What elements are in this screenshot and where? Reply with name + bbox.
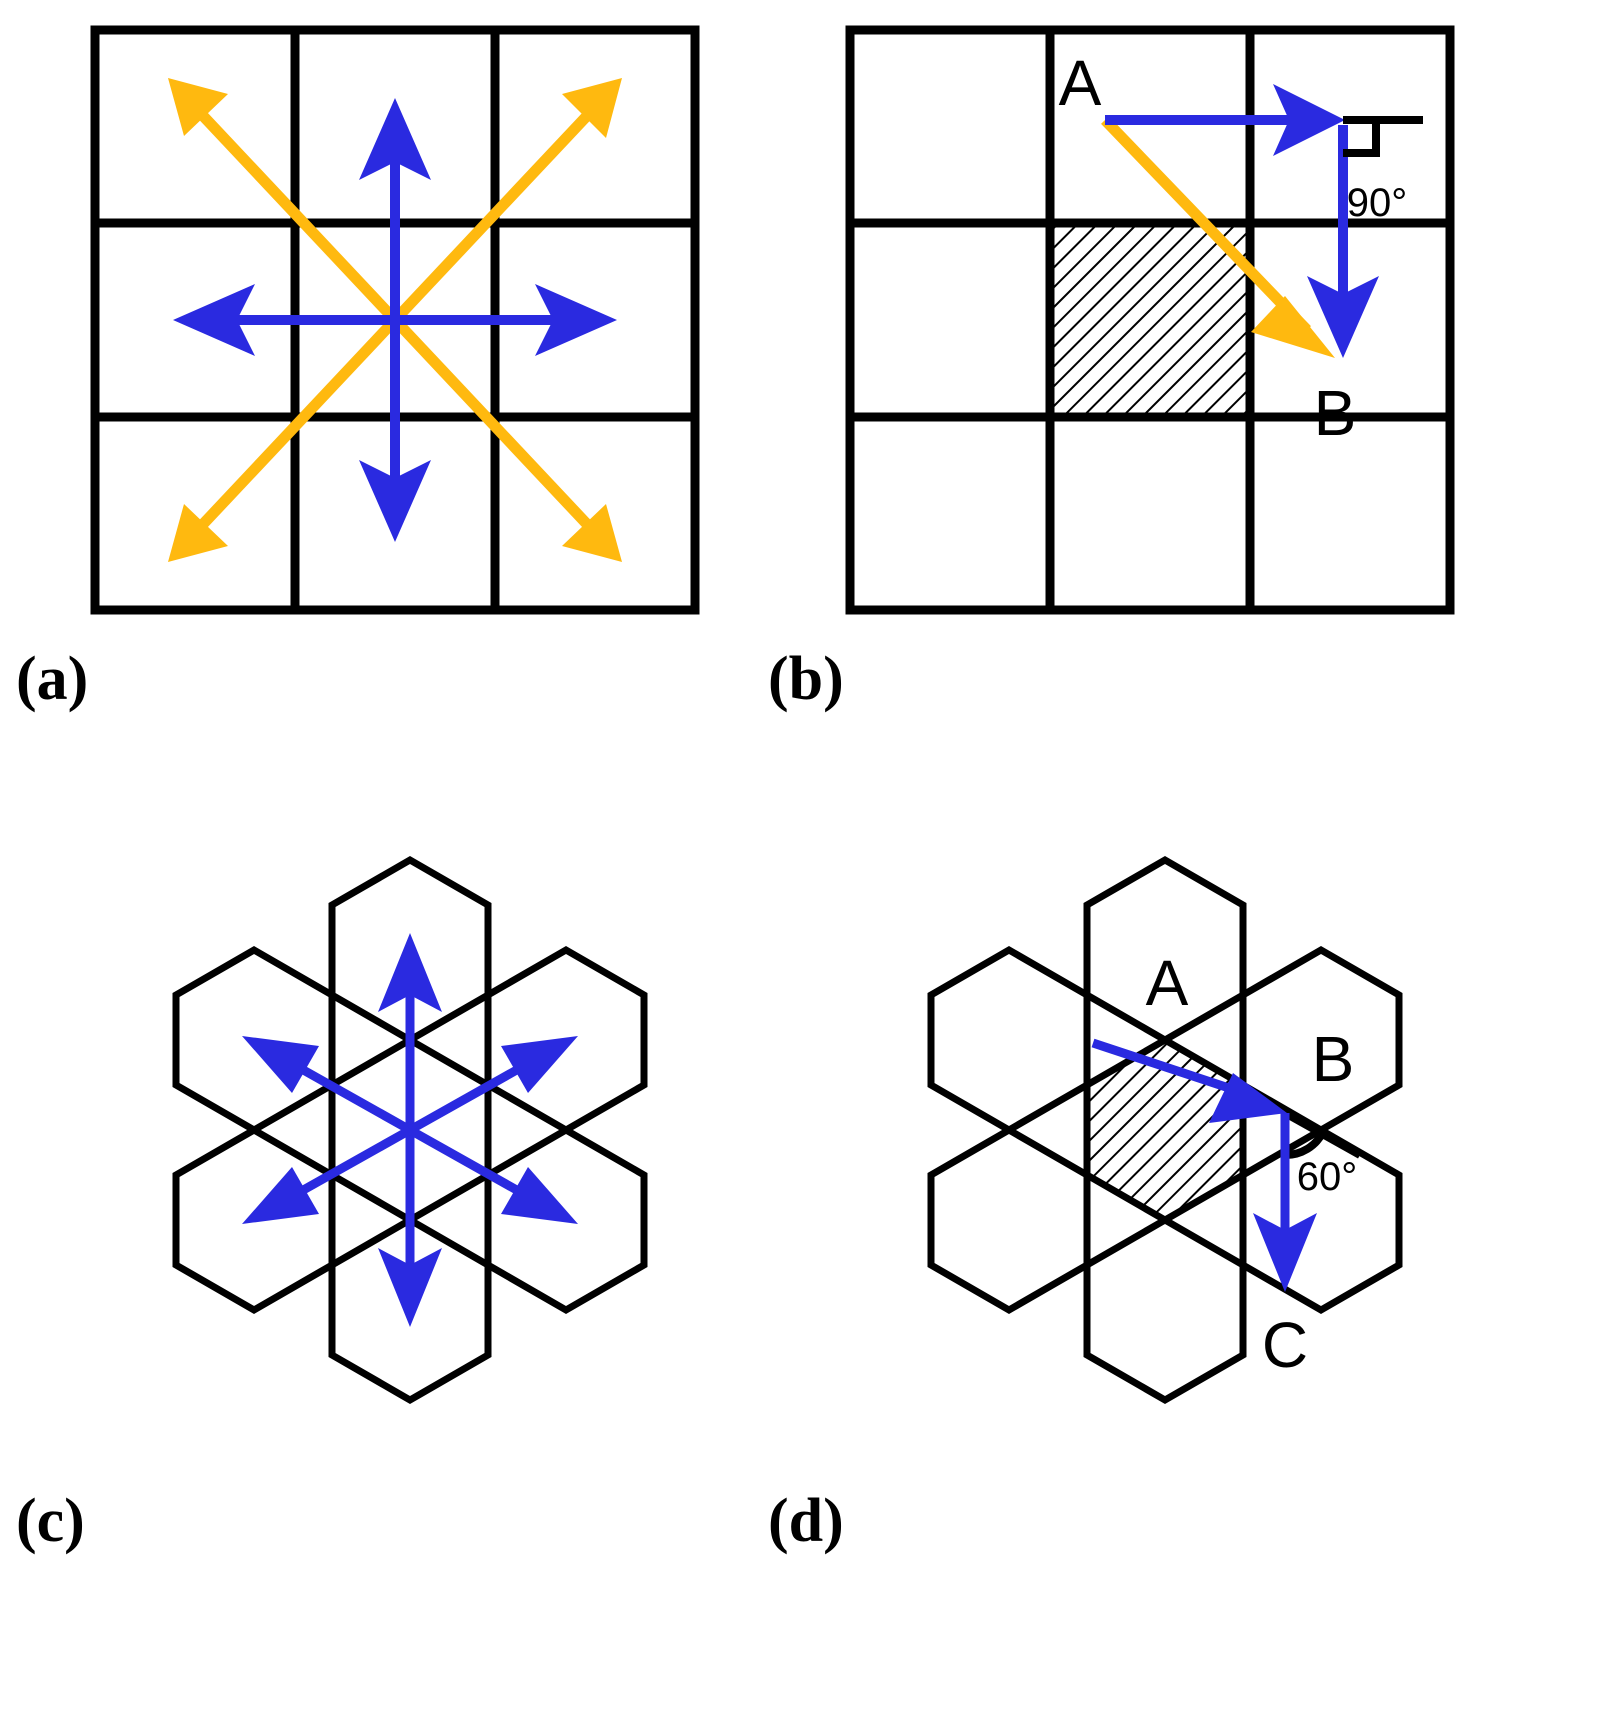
arrow-n-head	[359, 98, 431, 180]
panel-a-caption: (a)	[16, 645, 89, 713]
panel-c-svg	[172, 855, 648, 1405]
node-label-b: B	[1314, 377, 1357, 449]
panel-c-hex-grid-directions	[60, 800, 760, 1460]
grid-outer-border	[90, 25, 700, 615]
path-ab-south-head	[1307, 276, 1379, 358]
node-label-b: B	[1312, 1023, 1355, 1095]
panel-a-square-grid-directions	[60, 10, 760, 640]
hex-northwest-cell	[927, 945, 1091, 1135]
gold-diagonal-arrows	[168, 78, 622, 562]
arrow-e-head	[535, 284, 617, 356]
square-grid-lines	[90, 25, 700, 615]
hex-arrow-s-head	[378, 1248, 442, 1327]
panel-d-hex-grid-path: A B C 60°	[815, 800, 1515, 1460]
hatched-centre-cell	[1050, 223, 1250, 417]
hatched-centre-hex	[1087, 1040, 1243, 1220]
hex-arrow-ne-head	[501, 1036, 578, 1093]
panel-d-caption: (d)	[768, 1487, 844, 1555]
hex-direction-arrows	[242, 933, 578, 1327]
path-bc-head	[1253, 1213, 1317, 1292]
angle-label-90: 90°	[1347, 181, 1408, 225]
arrow-se-head	[562, 504, 622, 562]
path-ab-head	[1209, 1073, 1287, 1123]
hex-arrow-n-head	[378, 933, 442, 1012]
arrow-sw-shaft	[185, 316, 400, 542]
hex-arrow-se-head	[501, 1167, 578, 1224]
panel-c-caption: (c)	[16, 1487, 85, 1555]
path-ab-east-head	[1273, 84, 1345, 156]
gold-diagonal-path	[1101, 116, 1335, 358]
node-label-a: A	[1059, 47, 1102, 119]
path-ab-diagonal-shaft	[1101, 116, 1311, 334]
panel-b-square-grid-path: 90° A B	[815, 10, 1515, 640]
panel-d-svg: A B C 60°	[927, 855, 1403, 1405]
hex-arrow-nw-head	[242, 1036, 319, 1093]
blue-orthogonal-arrows	[173, 98, 617, 542]
hex-arrow-sw-head	[242, 1167, 319, 1224]
square-grid-lines	[845, 25, 1455, 615]
right-angle-square	[1343, 122, 1380, 157]
path-ab-diagonal-head	[1251, 296, 1335, 358]
arrow-w-head	[173, 284, 255, 356]
hex-southwest-cell	[172, 1125, 336, 1315]
node-label-a: A	[1146, 947, 1189, 1019]
arrow-ne-head	[562, 78, 622, 138]
panel-a-svg	[90, 25, 700, 615]
node-label-c: C	[1262, 1309, 1308, 1381]
hex-southeast-cell	[484, 1125, 648, 1315]
hex-southwest-cell	[927, 1125, 1091, 1315]
arrow-ne-shaft	[390, 98, 605, 324]
right-angle-marker	[1343, 116, 1423, 157]
arrow-sw-head	[168, 504, 228, 562]
panel-b-caption: (b)	[768, 645, 844, 713]
grid-outer-border	[845, 25, 1455, 615]
blue-path-a-to-b	[1091, 1038, 1287, 1123]
path-ab-shaft	[1091, 1038, 1252, 1100]
arrow-nw-head	[168, 78, 228, 136]
arrow-s-head	[359, 460, 431, 542]
blue-path-b-to-c	[1253, 1113, 1317, 1292]
arrow-se-shaft	[390, 316, 605, 542]
panel-b-svg: 90° A B	[845, 25, 1455, 615]
arrow-nw-shaft	[185, 98, 400, 324]
hex-south-cell	[1083, 1215, 1247, 1405]
angle-label-60: 60°	[1297, 1155, 1358, 1199]
